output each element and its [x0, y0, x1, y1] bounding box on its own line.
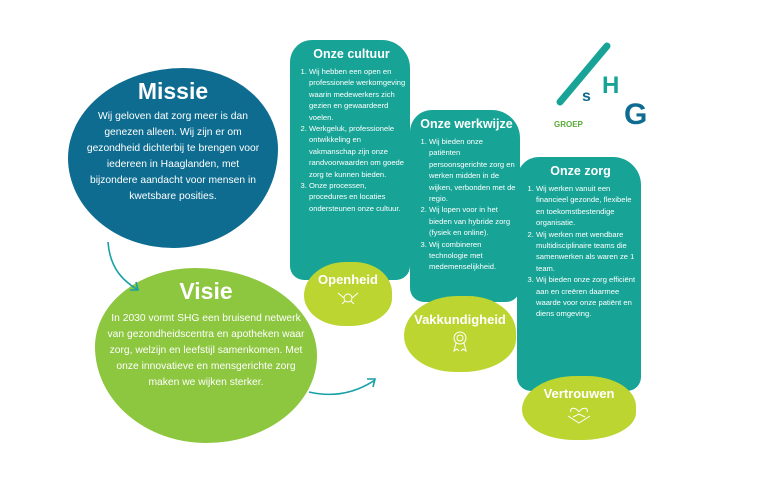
logo-g: G [624, 98, 648, 131]
openheid-icon [337, 292, 359, 305]
list-item: Wij combineren technologie met medemense… [429, 239, 516, 273]
werkwijze-title: Onze werkwijze [420, 117, 513, 131]
visie-title: Visie [179, 278, 233, 304]
list-item: Onze processen, procedures en locaties o… [309, 180, 406, 214]
zorg-title: Onze zorg [550, 164, 611, 178]
list-item: Wij lopen voor in het bieden van hybride… [429, 204, 516, 238]
missie-title: Missie [137, 78, 209, 104]
vertrouwen-blob: Vertrouwen [522, 376, 636, 440]
list-item: Wij bieden onze patiënten persoonsgerich… [429, 136, 516, 204]
list-item: Wij bieden onze zorg efficiënt aan en cr… [536, 274, 637, 320]
openheid-blob: Openheid [304, 262, 392, 326]
heart-handshake-icon [567, 407, 591, 424]
logo-slash-icon [556, 42, 611, 106]
list-item: Wij werken vanuit een financieel gezonde… [536, 183, 637, 229]
missie-text: Wij geloven dat zorg meer is dan genezen… [86, 111, 260, 202]
vakkundigheid-blob: Vakkundigheid [404, 296, 516, 372]
openheid-label: Openheid [318, 272, 378, 287]
logo-groep: GROEP [554, 120, 583, 129]
visie-text: In 2030 vormt SHG een bruisend netwerk v… [107, 313, 305, 388]
vakkundigheid-label: Vakkundigheid [414, 312, 506, 327]
zorg-card: Onze zorg Wij werken vanuit een financie… [517, 157, 641, 391]
logo-h: H [602, 72, 620, 99]
visie-blob: Visie In 2030 vormt SHG een bruisend net… [95, 268, 317, 443]
cultuur-card: Onze cultuur Wij hebben een open en prof… [290, 40, 410, 280]
arrow-missie-visie-icon [107, 241, 140, 291]
werkwijze-card: Onze werkwijze Wij bieden onze patiënten… [410, 110, 520, 302]
list-item: Wij werken met wendbare multidisciplinai… [536, 229, 637, 275]
shg-logo: s H G GROEP [552, 40, 662, 140]
list-item: Wij hebben een open en professionele wer… [309, 66, 406, 123]
logo-s: s [582, 88, 591, 105]
cultuur-title: Onze cultuur [313, 47, 390, 61]
award-ribbon-icon [453, 331, 467, 352]
missie-blob: Missie Wij geloven dat zorg meer is dan … [68, 68, 278, 248]
vertrouwen-label: Vertrouwen [543, 386, 615, 401]
list-item: Werkgeluk, professionele ontwikkeling en… [309, 123, 406, 180]
arrow-visie-pillars-icon [308, 378, 377, 396]
